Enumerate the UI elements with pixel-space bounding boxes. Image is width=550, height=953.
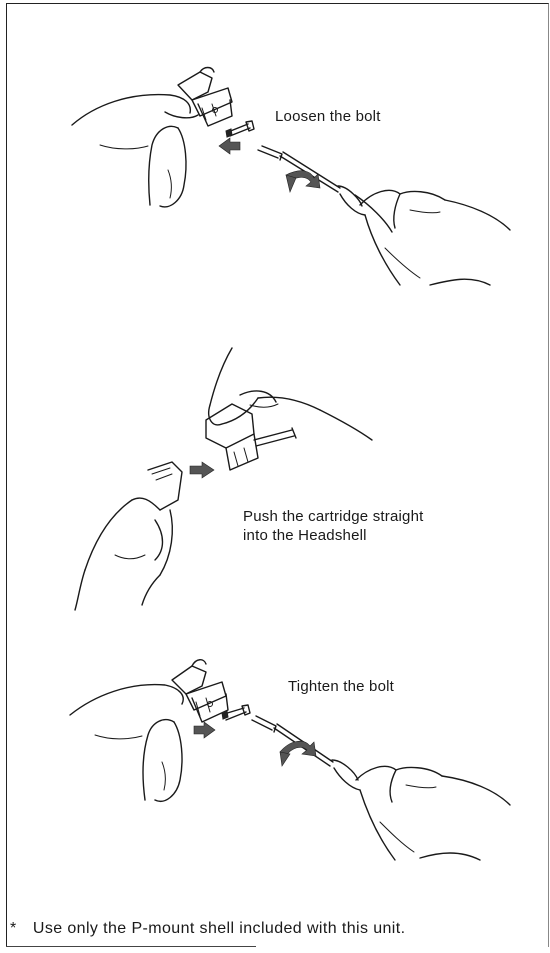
footnote-text: Use only the P-mount shell included with… [33,920,406,937]
step1-hand-holding-headshell [72,95,198,207]
step2-hand-holding-cartridge [75,462,182,610]
step1-bolt [226,121,254,137]
step3-hand-holding-headshell [70,685,183,802]
step2-headshell [206,404,296,470]
step3-caption: Tighten the bolt [288,678,394,696]
step2-arrow-in [190,462,214,478]
step3-bolt [222,705,250,720]
step1-hand-holding-screwdriver [360,190,510,285]
step2-caption-line1: Push the cartridge straight [243,508,424,526]
footnote-marker: * [10,920,28,938]
step1-illustration [72,68,510,286]
step1-arrow-out [219,138,240,154]
step3-hand-holding-screwdriver [356,766,510,860]
step1-rotation-arrow [286,171,320,192]
step1-caption: Loosen the bolt [275,108,381,126]
footnote: * Use only the P-mount shell included wi… [10,920,405,938]
step3-arrow-in [194,722,215,738]
step2-hand-holding-headshell [209,348,372,440]
step2-caption-line2: into the Headshell [243,527,367,545]
step2-illustration [75,348,372,610]
step3-headshell [172,660,228,722]
step1-screwdriver [258,146,392,232]
step3-rotation-arrow [280,741,316,766]
